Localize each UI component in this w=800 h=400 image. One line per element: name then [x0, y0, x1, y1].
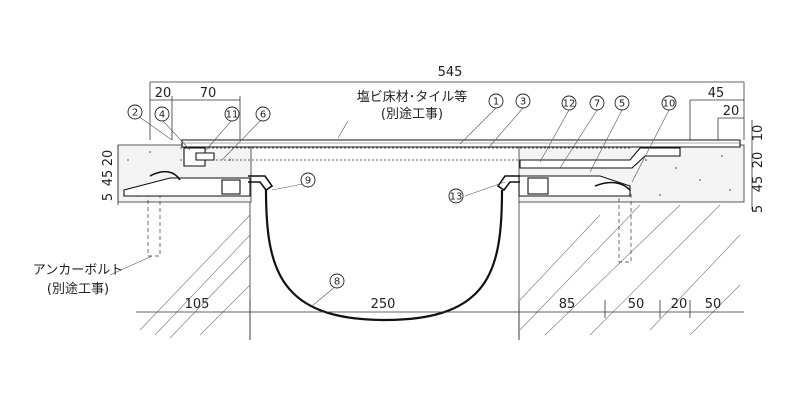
svg-text:2: 2 [132, 108, 138, 119]
svg-text:1: 1 [493, 97, 499, 108]
svg-text:3: 3 [520, 97, 526, 108]
right-anchor-bolt [618, 191, 632, 263]
callout-6: 6 [255, 106, 271, 122]
dim-bottom-50b: 50 [705, 297, 722, 312]
dimension-lines [117, 81, 753, 340]
left-anchor-bolt [147, 191, 161, 257]
dim-left-45: 45 [101, 170, 116, 187]
dim-bottom-105: 105 [185, 297, 210, 312]
right-seal-clamp [496, 175, 520, 192]
svg-text:11: 11 [226, 110, 239, 121]
dim-top-right-20: 20 [723, 104, 740, 119]
cover-plate [180, 139, 741, 161]
dim-top-left-70: 70 [200, 86, 217, 101]
svg-text:8: 8 [334, 277, 340, 288]
callout-11: 11 [224, 106, 240, 122]
svg-text:5: 5 [619, 99, 625, 110]
svg-text:7: 7 [594, 99, 600, 110]
callout-13: 13 [448, 188, 464, 204]
floor-material-label: 塩ビ床材･タイル等 [357, 89, 468, 105]
left-frame [123, 147, 251, 197]
rubber-seal [264, 189, 504, 322]
svg-text:6: 6 [260, 110, 266, 121]
callout-10: 10 [661, 95, 677, 111]
callout-2: 2 [127, 104, 143, 120]
dim-left-20: 20 [101, 150, 116, 167]
dim-bottom-50a: 50 [628, 297, 645, 312]
left-seal-clamp [248, 175, 274, 192]
dim-top-right-45: 45 [708, 86, 725, 101]
cover-support-plate [519, 147, 681, 169]
callout-5: 5 [614, 95, 630, 111]
dim-right-20: 20 [751, 152, 766, 169]
dim-bottom-250: 250 [371, 297, 396, 312]
right-frame [518, 175, 631, 197]
svg-text:4: 4 [159, 110, 165, 121]
callout-3: 3 [515, 93, 531, 109]
svg-text:13: 13 [450, 192, 463, 203]
callout-9: 9 [300, 172, 316, 188]
dim-total-width: 545 [438, 65, 463, 80]
dim-bottom-85: 85 [559, 297, 576, 312]
floor-material-subnote: (別途工事) [381, 106, 443, 122]
anchor-bolt-subnote: (別途工事) [47, 281, 109, 297]
svg-text:12: 12 [563, 99, 576, 110]
dim-right-10: 10 [751, 125, 766, 142]
dim-right-5: 5 [751, 205, 766, 213]
dim-bottom-20: 20 [671, 297, 688, 312]
callout-7: 7 [589, 95, 605, 111]
callout-8: 8 [329, 273, 345, 289]
callout-1: 1 [488, 93, 504, 109]
dim-right-45: 45 [751, 176, 766, 193]
dim-left-5: 5 [101, 193, 116, 201]
dim-top-left-20: 20 [155, 86, 172, 101]
callout-12: 12 [561, 95, 577, 111]
callout-4: 4 [154, 106, 170, 122]
leader-lines [109, 107, 670, 307]
svg-text:10: 10 [663, 99, 676, 110]
anchor-bolt-label: アンカーボルト [33, 263, 123, 278]
svg-text:9: 9 [305, 176, 311, 187]
